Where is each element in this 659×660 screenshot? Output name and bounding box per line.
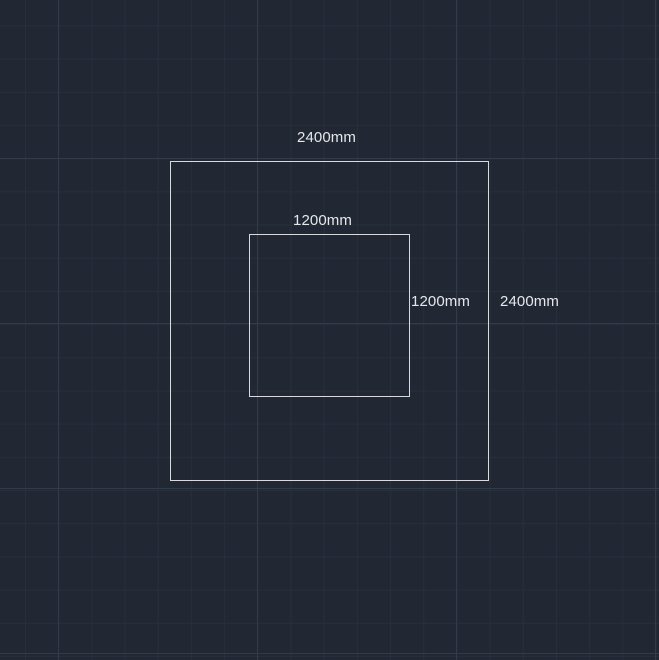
outer-square-shape[interactable] <box>170 161 489 481</box>
outer-square-height-label: 2400mm <box>500 293 559 310</box>
outer-square-width-label: 2400mm <box>297 129 356 146</box>
inner-square-height-label: 1200mm <box>411 293 470 310</box>
inner-square-width-label: 1200mm <box>293 212 352 229</box>
inner-square-shape[interactable] <box>249 234 410 397</box>
